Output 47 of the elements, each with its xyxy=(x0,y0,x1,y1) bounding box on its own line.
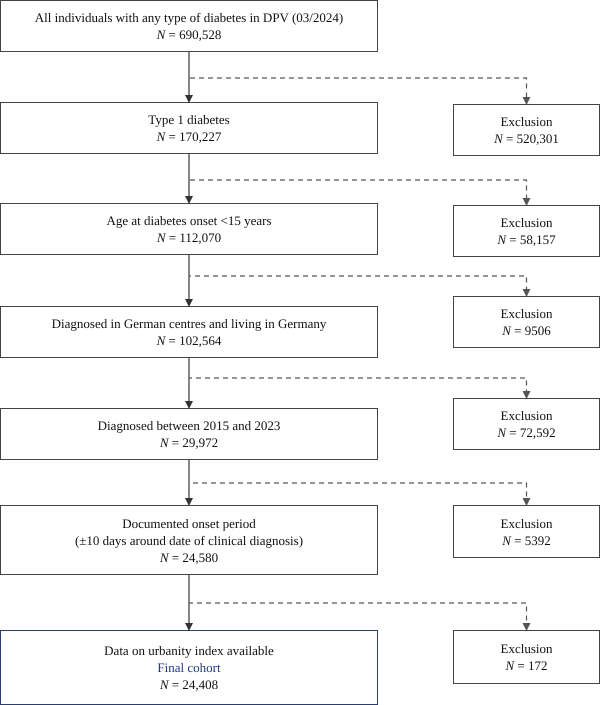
box-text: Exclusion xyxy=(500,113,552,130)
process-box xyxy=(453,205,600,257)
box-text: (±10 days around date of clinical diagnosis) xyxy=(74,532,304,548)
final-cohort-box xyxy=(0,630,378,705)
box-text: N = 172 xyxy=(505,657,548,674)
box-text: N = 29,972 xyxy=(160,434,218,451)
box-text: N = 112,070 xyxy=(156,229,222,246)
process-box xyxy=(453,505,600,558)
box-text: Final cohort xyxy=(157,659,221,676)
box-text: N = 24,408 xyxy=(160,676,218,693)
box-text: Exclusion xyxy=(500,214,552,231)
box-text: Age at diabetes onset <15 years xyxy=(106,212,272,229)
process-box xyxy=(0,505,378,575)
process-box xyxy=(0,102,378,154)
process-box xyxy=(0,306,378,358)
process-box xyxy=(0,203,378,255)
box-text: Data on urbanity index available xyxy=(104,642,274,659)
box-text: Exclusion xyxy=(500,514,552,532)
arrow xyxy=(188,358,530,399)
box-text: Diagnosed between 2015 and 2023 xyxy=(98,417,280,434)
box-text: N = 24,580 xyxy=(160,548,218,566)
arrow xyxy=(188,460,530,506)
box-text: All individuals with any type of diabetes in DPV (03/2024) xyxy=(34,9,344,26)
box-text: N = 102,564 xyxy=(156,332,222,349)
box-text: N = 5392 xyxy=(502,532,551,548)
box-text: Diagnosed in German centres and living in Germany xyxy=(52,315,326,332)
process-box xyxy=(453,398,600,450)
box-text: N = 58,157 xyxy=(497,231,556,248)
arrow xyxy=(188,575,530,631)
box-text: N = 72,592 xyxy=(497,424,556,441)
box-text: Type 1 diabetes xyxy=(148,111,230,128)
arrow xyxy=(188,52,530,105)
process-box xyxy=(453,296,600,348)
process-box xyxy=(453,104,600,156)
box-text: N = 170,227 xyxy=(156,128,222,145)
arrow xyxy=(188,154,530,206)
box-text: Exclusion xyxy=(500,305,552,322)
process-box xyxy=(453,630,600,684)
box-text: N = 520,301 xyxy=(494,130,559,147)
box-text: Exclusion xyxy=(500,407,552,424)
box-text: N = 9506 xyxy=(502,322,551,339)
box-text: Exclusion xyxy=(500,640,552,657)
box-text: Documented onset period xyxy=(122,514,256,532)
process-box xyxy=(0,0,378,52)
box-text: N = 690,528 xyxy=(156,26,222,43)
process-box xyxy=(0,408,378,460)
arrow xyxy=(188,255,530,297)
